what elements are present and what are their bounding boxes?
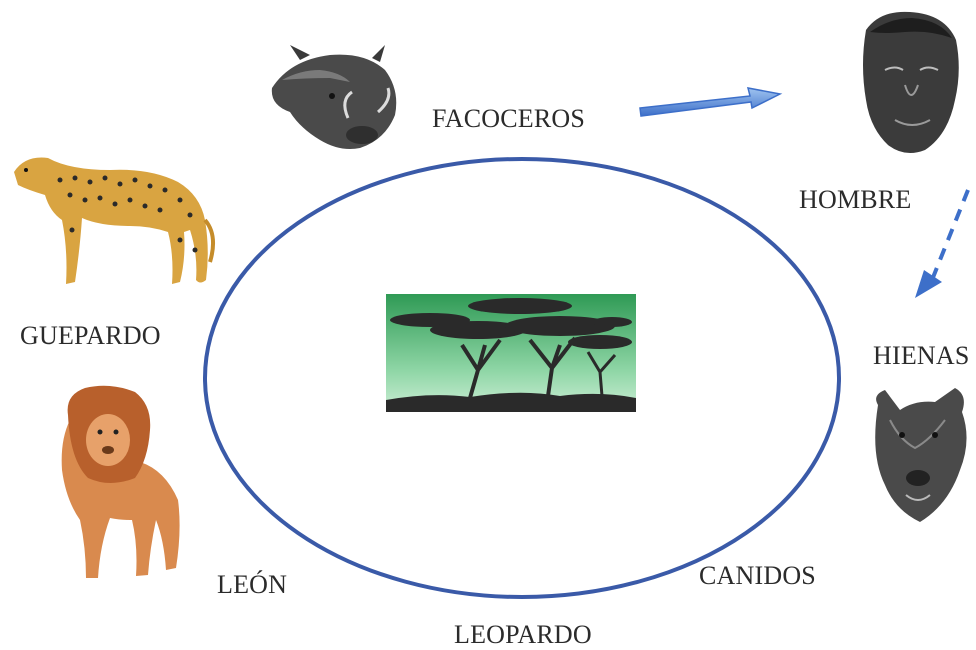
label-leopardo: LEOPARDO	[454, 620, 592, 649]
lion-icon	[61, 385, 180, 578]
label-hienas: HIENAS	[873, 341, 970, 370]
arrow-hombre-to-hienas	[915, 189, 970, 298]
ecosystem-ellipse	[203, 157, 841, 599]
label-facoceros: FACOCEROS	[432, 104, 586, 133]
arrow-facoceros-to-hombre	[639, 87, 783, 117]
label-guepardo: GUEPARDO	[20, 321, 161, 350]
label-canidos: CANIDOS	[699, 561, 816, 590]
cheetah-icon	[14, 157, 216, 284]
man-face-icon	[863, 11, 959, 154]
warthog-head-icon	[271, 45, 397, 150]
label-hombre: HOMBRE	[799, 185, 912, 214]
label-leon: LEÓN	[217, 570, 288, 599]
hyena-head-icon	[875, 388, 967, 522]
savanna-acacia-icon	[386, 294, 636, 412]
